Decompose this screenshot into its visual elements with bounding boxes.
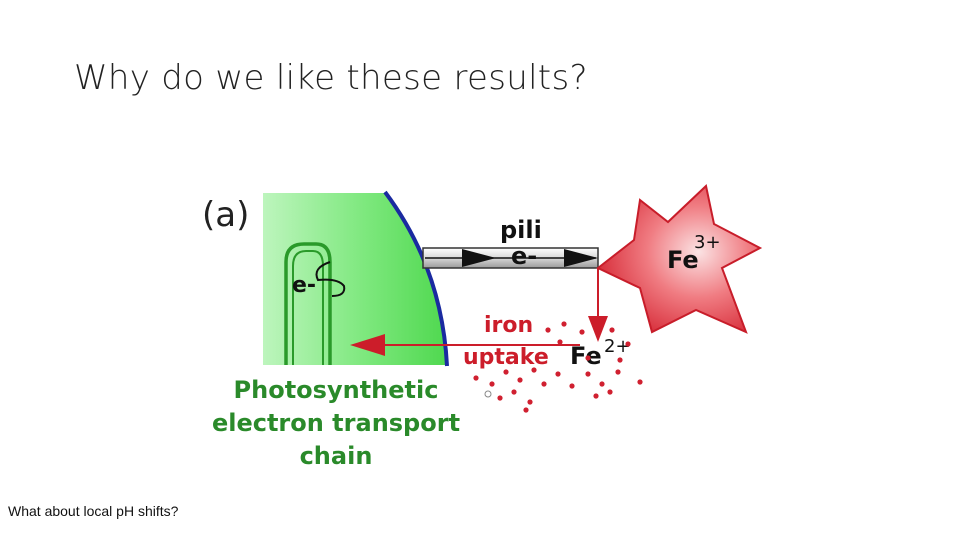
uptake-arrowhead	[350, 334, 385, 356]
chain-label-line1: Photosynthetic	[234, 376, 439, 404]
cell-electron-label: e-	[292, 273, 316, 298]
thylakoid-membrane	[284, 242, 332, 365]
chain-label-line3: chain	[300, 442, 373, 470]
pili-arrowhead-2	[564, 249, 598, 267]
fe3-label: Fe	[667, 246, 699, 274]
fe3-charge: 3+	[694, 232, 721, 253]
cell-body	[263, 193, 447, 365]
chain-label-line2: electron transport	[212, 409, 460, 437]
fe2-label: Fe	[570, 342, 602, 370]
panel-label: (a)	[202, 195, 249, 235]
iron-label: iron	[484, 313, 533, 338]
slide-title: Why do we like these results?	[74, 58, 588, 98]
fe2-charge: 2+	[604, 336, 631, 357]
footnote: What about local pH shifts?	[8, 503, 179, 519]
pili-arrowhead-1	[462, 249, 496, 267]
electron-path-squiggle	[315, 261, 346, 297]
iron-particle-dots	[473, 321, 643, 413]
cell-membrane	[383, 190, 449, 367]
reduction-arrowhead	[588, 316, 608, 342]
pili-label: pili	[500, 216, 542, 244]
iron-particle-outline	[484, 390, 492, 398]
thylakoid-inner	[292, 250, 324, 365]
uptake-label: uptake	[463, 345, 549, 370]
pili-electron-label: e-	[511, 242, 537, 270]
